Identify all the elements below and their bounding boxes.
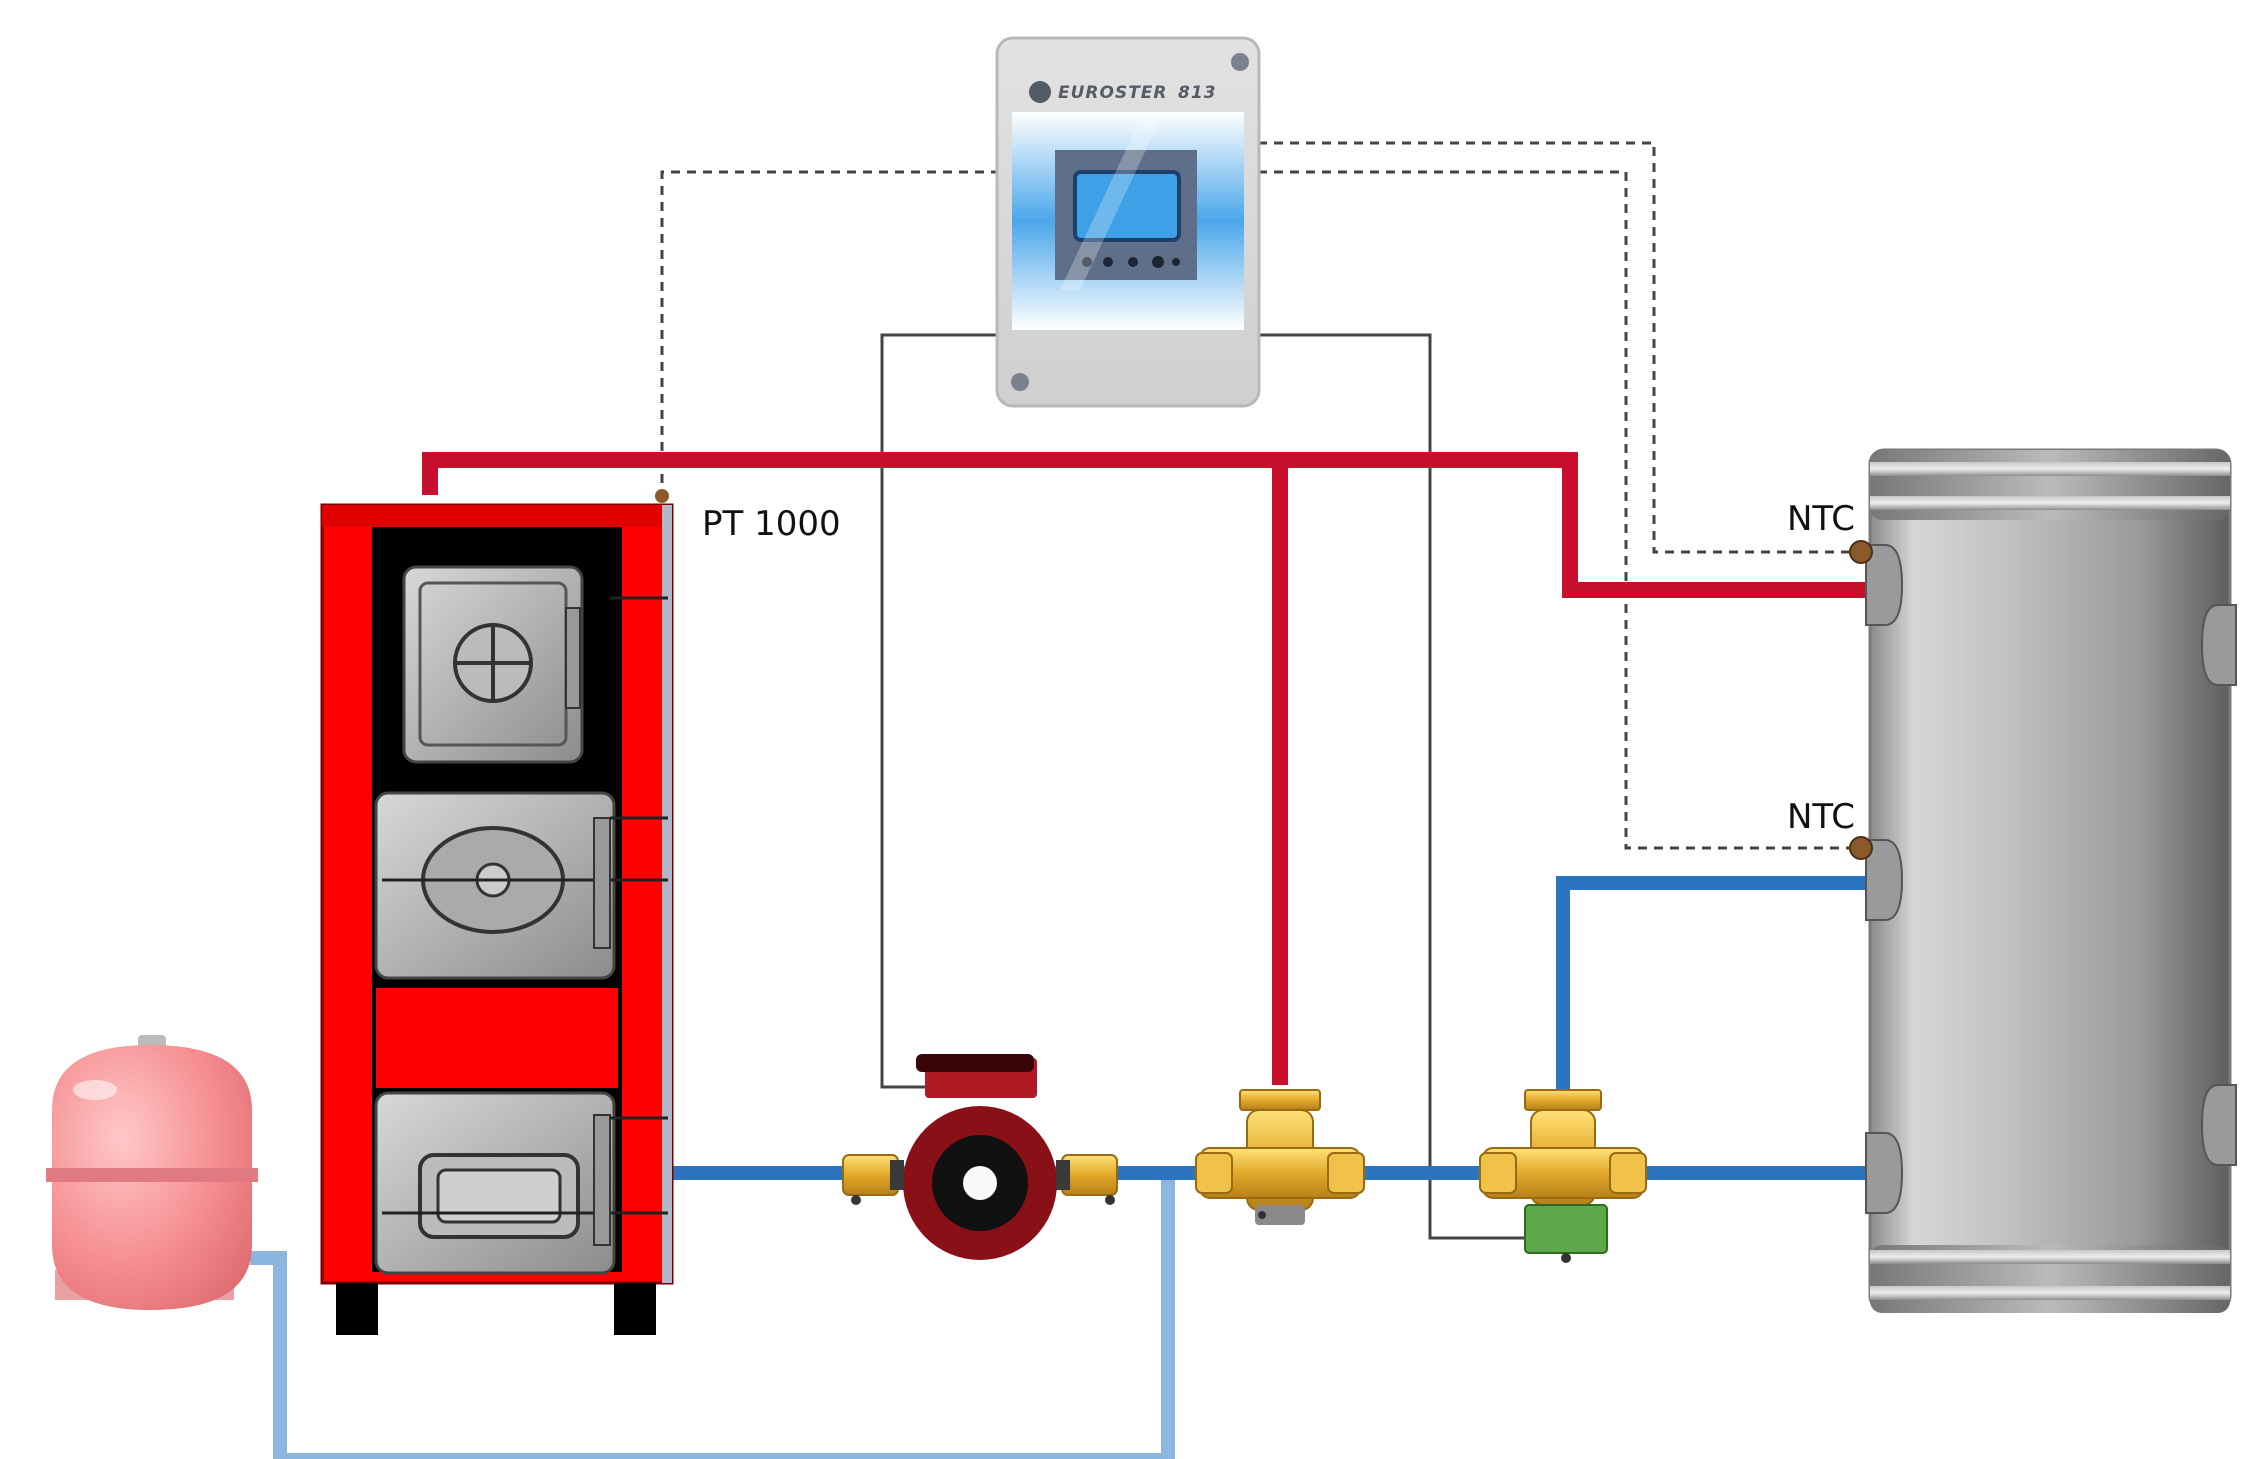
controller-brand: EUROSTER (1058, 83, 1168, 103)
ntc-bottom-sensor-icon (1849, 836, 1873, 860)
ntc-top-sensor-icon (1849, 540, 1873, 564)
controller-screw-bottom (1011, 373, 1029, 391)
valve-power-wire (1258, 333, 1525, 1240)
buffer-tank (1849, 448, 2237, 1313)
boiler-mid-band (376, 988, 618, 1088)
pt1000-label: PT 1000 (702, 504, 841, 544)
sensor-wires (660, 141, 1860, 850)
circulation-pump (842, 1054, 1118, 1260)
vessel-seam (46, 1168, 258, 1182)
boiler-lower-door (374, 1091, 668, 1275)
boiler-right-edge (662, 505, 672, 1283)
motorized-valve-icon (1524, 1204, 1608, 1254)
pt1000-sensor-wire (660, 170, 1000, 495)
pt1000-sensor-icon (655, 489, 669, 503)
ntc-top-label: NTC (1787, 499, 1855, 539)
ntc-bottom-label: NTC (1787, 797, 1855, 837)
controller-logo-icon (1029, 81, 1051, 103)
controller-screen (1073, 170, 1181, 242)
motorized-valve (1479, 1089, 1647, 1263)
power-wires (880, 333, 1525, 1240)
thermostatic-valve (1195, 1089, 1365, 1225)
controller-screw-top (1231, 53, 1249, 71)
ntc-top-sensor-wire (1258, 141, 1860, 554)
controller-glass-highlight (1060, 120, 1160, 290)
controller: EUROSTER 813 (995, 36, 1261, 408)
tank-nozzle-cold-top (1865, 839, 1904, 921)
hot-pipes (422, 452, 1875, 1085)
expansion-vessel (46, 1035, 258, 1310)
tank-nozzle-hot-inlet (1865, 544, 1904, 626)
boiler (320, 489, 674, 1335)
pump-inlet-fitting (842, 1154, 899, 1196)
pump-power-wire (880, 333, 1000, 1089)
boiler-middle-door (374, 791, 668, 980)
hot-pipe-main (422, 452, 1875, 598)
controller-buttons (1082, 256, 1180, 268)
boiler-foot-left (336, 1283, 378, 1335)
cold-pipe-tank-riser (1556, 876, 1875, 1120)
boiler-foot-right (614, 1283, 656, 1335)
boiler-top-rim (322, 505, 672, 527)
boiler-upper-door (402, 565, 584, 764)
tank-shell (1868, 448, 2232, 1312)
tank-nozzle-cold-outlet (1865, 1132, 1904, 1214)
pump-outlet-fitting (1061, 1154, 1118, 1196)
controller-model: 813 (1178, 83, 1217, 103)
expansion-return-pipe (250, 1173, 1175, 1459)
ntc-bottom-sensor-wire (1258, 170, 1860, 850)
